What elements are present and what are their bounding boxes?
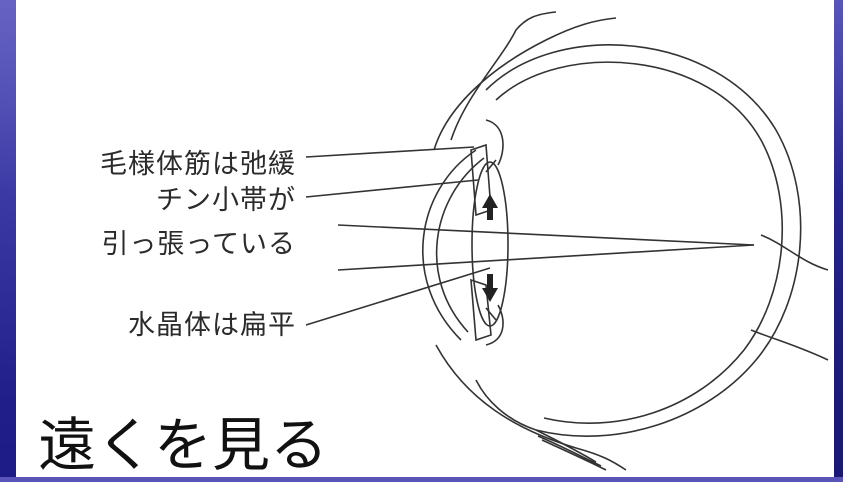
optic-nerve — [760, 234, 829, 271]
label-ciliary-muscle: 毛様体筋は弛緩 — [100, 149, 296, 180]
sclera-outer — [475, 44, 802, 437]
diagram-panel: 毛様体筋は弛緩 チン小帯が 引っ張っている 水晶体は扁平 遠くを見る — [16, 0, 834, 479]
eye-diagram — [305, 11, 829, 471]
label-zonule-line2: 引っ張っている — [101, 229, 296, 260]
lens-shape — [471, 161, 509, 327]
lower-eyelid — [435, 344, 627, 471]
ciliary-upper — [485, 119, 504, 166]
leader-zonule — [305, 179, 479, 198]
sclera-inner — [495, 61, 783, 424]
cornea-inner — [435, 157, 485, 333]
up-arrow-icon — [482, 194, 498, 220]
upper-eyelid — [433, 17, 617, 151]
label-lens: 水晶体は扁平 — [128, 310, 296, 341]
zonule-lower — [485, 307, 497, 321]
caption-title: 遠くを見る — [38, 411, 329, 479]
cornea — [422, 149, 477, 341]
iris-lower — [470, 278, 492, 342]
optic-nerve-lower — [750, 329, 829, 361]
leader-lens — [305, 267, 491, 326]
leader-ciliary — [305, 146, 475, 158]
upper-eyelid-2 — [450, 11, 557, 141]
eyelashes — [535, 429, 607, 471]
ray-upper — [337, 224, 755, 246]
ray-lower — [337, 244, 755, 271]
down-arrow-icon — [482, 274, 498, 302]
ciliary-lower — [485, 304, 504, 346]
zonule-upper — [485, 159, 497, 173]
label-zonule-line1: チン小帯が — [156, 185, 296, 216]
